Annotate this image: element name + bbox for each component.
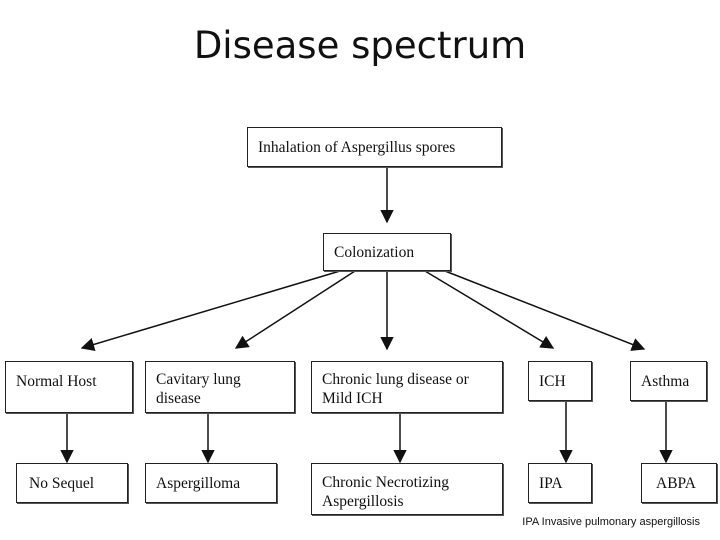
footnote: IPA Invasive pulmonary aspergillosis	[520, 516, 702, 528]
node-ipa: IPA	[528, 463, 592, 503]
node-inhalation: Inhalation of Aspergillus spores	[247, 127, 502, 167]
arrow-colonization-to-normal-host	[80, 270, 341, 351]
arrow-colonization-to-asthma	[444, 270, 646, 351]
node-asthma: Asthma	[630, 361, 707, 401]
node-abpa: ABPA	[641, 463, 717, 503]
node-chronic-lung-disease: Chronic lung disease or Mild ICH	[311, 361, 503, 413]
node-ich: ICH	[528, 361, 592, 401]
node-aspergilloma: Aspergilloma	[145, 463, 277, 503]
node-cavitary-lung-disease: Cavitary lung disease	[145, 361, 295, 413]
node-colonization: Colonization	[323, 233, 451, 271]
node-no-sequel: No Sequel	[16, 463, 128, 503]
node-normal-host: Normal Host	[5, 361, 133, 413]
page-title: Disease spectrum	[193, 24, 527, 67]
node-chronic-necrotizing-aspergillosis: Chronic Necrotizing Aspergillosis	[311, 463, 503, 515]
arrow-colonization-to-cavitary	[234, 270, 356, 349]
arrow-colonization-to-ich	[424, 270, 555, 349]
